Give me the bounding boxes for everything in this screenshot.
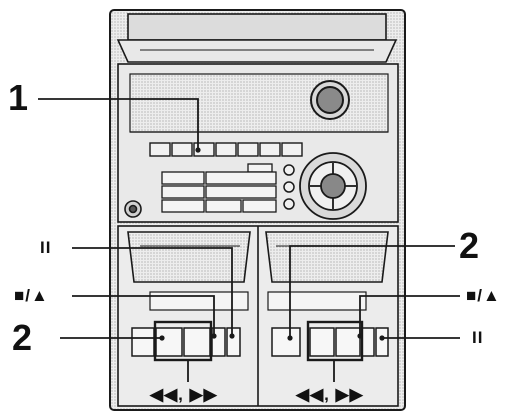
deck-a-rewind-button[interactable]	[155, 327, 183, 357]
function-button[interactable]	[237, 142, 259, 157]
deck-a-transport	[131, 320, 241, 362]
control-button[interactable]	[205, 171, 277, 185]
control-button[interactable]	[161, 185, 205, 199]
headphone-jack[interactable]	[124, 200, 142, 218]
jog-dial[interactable]	[299, 152, 367, 220]
volume-knob[interactable]	[310, 80, 350, 120]
round-buttons	[283, 164, 295, 210]
callout-2-right: 2	[459, 225, 480, 266]
deck-b-ff-button[interactable]	[335, 327, 361, 357]
callout-rew-ff-right: ◀◀, ▶▶	[296, 385, 364, 404]
deck-a-rec-button[interactable]	[131, 327, 155, 357]
control-button[interactable]	[205, 185, 277, 199]
indicator-slot	[247, 163, 273, 173]
deck-a-window	[149, 291, 249, 311]
leader-stop-eject-left	[72, 295, 215, 336]
deck-b-transport	[271, 320, 389, 362]
cd-lid-top	[127, 13, 387, 41]
deck-b-door	[265, 231, 389, 283]
callout-pause-right: II	[472, 328, 484, 347]
deck-b-rew-ff-highlight	[306, 320, 364, 362]
round-button[interactable]	[283, 181, 295, 193]
cd-lid-front	[116, 39, 398, 63]
leader-dots	[159, 147, 385, 341]
deck-b-stop-eject-button[interactable]	[361, 327, 375, 357]
round-button[interactable]	[283, 164, 295, 176]
deck-a-rew-ff-highlight	[153, 320, 213, 362]
function-button[interactable]	[281, 142, 303, 157]
deck-b-rec-button[interactable]	[271, 327, 301, 357]
callout-rew-ff-left: ◀◀, ▶▶	[150, 385, 218, 404]
function-button[interactable]	[259, 142, 281, 157]
deck-b-rewind-button[interactable]	[309, 327, 335, 357]
control-button[interactable]	[205, 199, 242, 213]
callout-1: 1	[8, 77, 29, 118]
leader-pause-left	[72, 247, 233, 336]
control-button[interactable]	[242, 199, 277, 213]
function-button-row	[149, 142, 303, 157]
function-button[interactable]	[193, 142, 215, 157]
deck-a-pause-button[interactable]	[226, 327, 241, 357]
deck-a-door	[127, 231, 251, 283]
callout-stop-eject-right: ■/▲	[466, 286, 501, 305]
function-button[interactable]	[215, 142, 237, 157]
deck-b-window	[267, 291, 367, 311]
callout-pause-left: II	[40, 238, 52, 257]
leader-1	[38, 98, 199, 150]
deck-b-pause-button[interactable]	[375, 327, 389, 357]
callout-stop-eject-left: ■/▲	[14, 286, 49, 305]
leader-2-right	[289, 245, 455, 338]
cassette-section	[117, 225, 399, 407]
function-button[interactable]	[171, 142, 193, 157]
callout-2-left: 2	[12, 317, 33, 358]
callout-leaders	[38, 98, 460, 382]
deck-a-ff-button[interactable]	[183, 327, 211, 357]
control-cluster	[161, 163, 277, 213]
function-button[interactable]	[149, 142, 171, 157]
round-button[interactable]	[283, 198, 295, 210]
control-button[interactable]	[161, 171, 205, 185]
control-button[interactable]	[161, 199, 205, 213]
leader-stop-eject-right	[359, 295, 460, 336]
cd-lid	[116, 13, 398, 63]
